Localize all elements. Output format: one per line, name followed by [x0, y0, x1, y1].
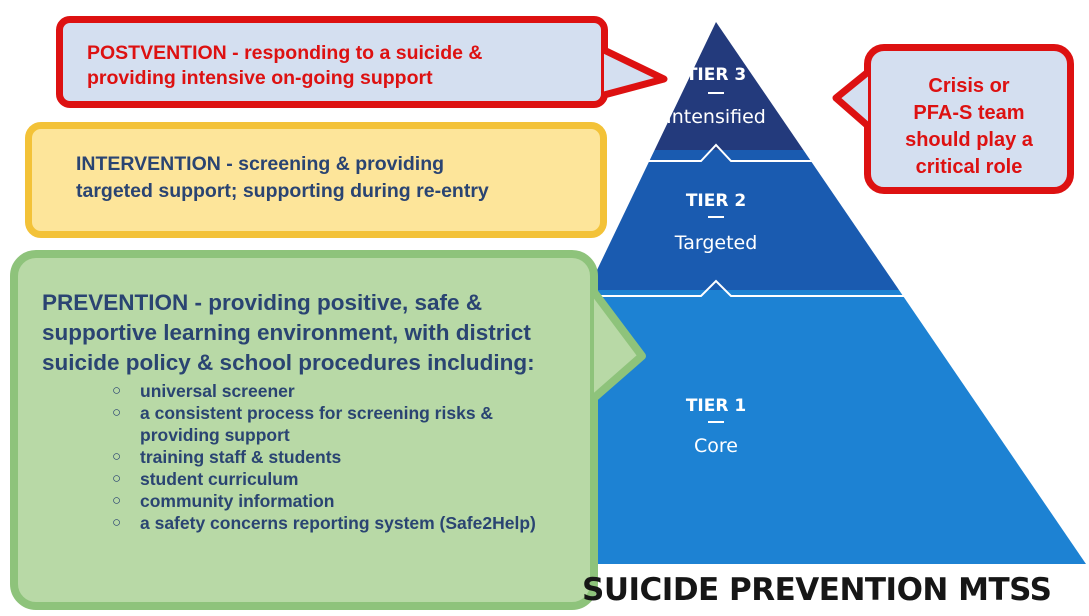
prevention-heading: PREVENTION - providing positive, safe & …	[42, 290, 535, 375]
intervention-line-2: targeted support; supporting during re-e…	[76, 180, 489, 202]
postvention-callout: POSTVENTION - responding to a suicide & …	[56, 16, 608, 108]
list-item: community information	[112, 490, 570, 512]
postvention-line-2: providing intensive on-going support	[87, 67, 433, 89]
prevention-procedures-list: universal screener a consistent process …	[42, 380, 590, 534]
diagram-title: SUICIDE PREVENTION MTSS	[582, 572, 1052, 608]
crisis-line-4: critical role	[915, 156, 1023, 178]
list-item: a safety concerns reporting system (Safe…	[112, 512, 570, 534]
list-item: universal screener	[112, 380, 570, 402]
postvention-line-1: POSTVENTION - responding to a suicide &	[87, 42, 483, 64]
list-item: student curriculum	[112, 468, 570, 490]
crisis-line-1: Crisis or	[928, 75, 1010, 97]
intervention-callout: INTERVENTION - screening & providing tar…	[25, 122, 607, 238]
tier-2-name: Targeted	[674, 232, 758, 254]
intervention-line-1: INTERVENTION - screening & providing	[76, 153, 445, 175]
crisis-line-3: should play a	[905, 129, 1033, 151]
tier-3-number: TIER 3	[686, 65, 746, 85]
tier-1-number: TIER 1	[686, 396, 746, 416]
tier-3-name: Intensified	[666, 106, 766, 128]
list-item: a consistent process for screening risks…	[112, 402, 570, 446]
crisis-team-callout: Crisis or PFA-S team should play a criti…	[864, 44, 1074, 194]
tier-3-divider	[540, 143, 900, 162]
prevention-callout: PREVENTION - providing positive, safe & …	[10, 250, 598, 610]
tier-1-name: Core	[694, 435, 738, 457]
list-item: training staff & students	[112, 446, 570, 468]
tier-2-number: TIER 2	[686, 191, 746, 211]
crisis-line-2: PFA-S team	[913, 102, 1025, 124]
